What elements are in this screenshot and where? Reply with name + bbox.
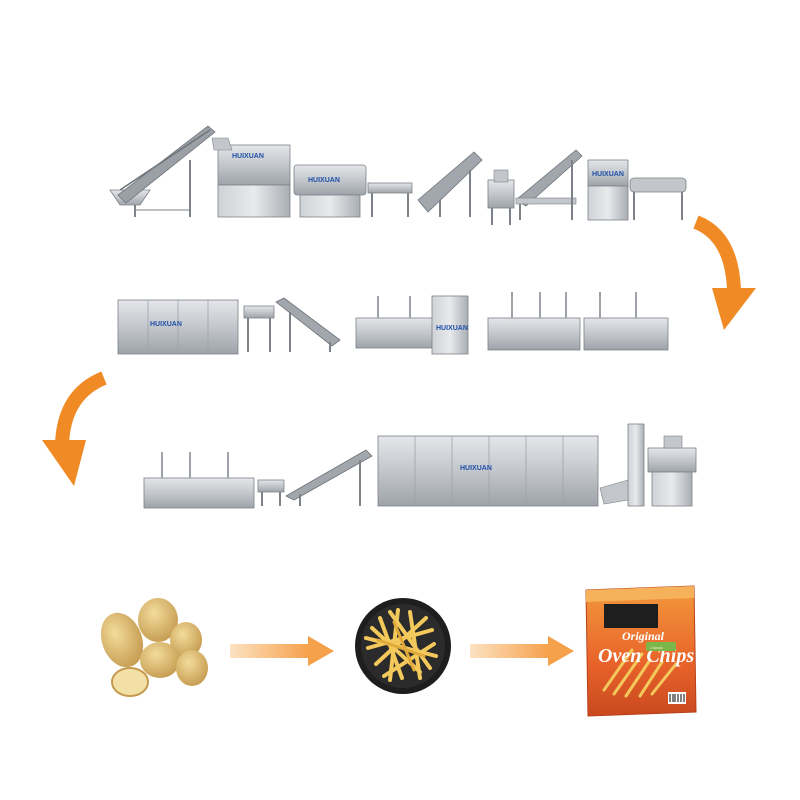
quick-freezer-tunnel: HUIXUAN <box>377 435 599 507</box>
chips-bag-icon: Original Oven Chips Classic <box>585 585 697 717</box>
hoist-conveyor <box>109 125 216 217</box>
machine-brand-label: HUIXUAN <box>460 465 492 472</box>
continuous-fryer-1 <box>487 292 581 351</box>
continuous-fryer-2 <box>583 292 669 351</box>
fries-plate-icon <box>355 598 451 694</box>
continuous-fryer-3 <box>143 452 255 509</box>
machine-brand-label: HUIXUAN <box>232 153 264 160</box>
bag-badge <box>646 642 676 651</box>
bag-barcode <box>668 692 686 704</box>
bag-badge-text: Classic <box>650 645 663 650</box>
packing-machine <box>647 435 697 507</box>
bag-window <box>604 604 658 628</box>
continuous-blancher <box>355 296 435 349</box>
elevator-conveyor <box>275 297 341 352</box>
cutting-machine <box>487 169 515 225</box>
bag-title-line1: Original <box>622 629 665 643</box>
washing-peeling-machine: HUIXUAN <box>211 137 291 218</box>
de-oiling-vibrator <box>257 479 285 506</box>
machine-brand-label: HUIXUAN <box>592 171 624 178</box>
blanching-machine: HUIXUAN <box>587 159 687 221</box>
flow-arrow-right-down <box>693 215 756 330</box>
roller-conveyor <box>367 182 413 217</box>
control-cabinet: HUIXUAN <box>431 295 469 355</box>
potato-icon <box>100 598 208 697</box>
brush-washer: HUIXUAN <box>293 164 367 218</box>
row-2-machines: HUIXUAN HUIXUAN <box>117 292 669 355</box>
barcode-lines <box>669 694 685 702</box>
incline-conveyor <box>417 151 483 217</box>
process-arrow-2 <box>470 636 574 666</box>
bag-fries-illustration <box>602 648 678 698</box>
cooling-conveyor <box>285 449 373 506</box>
row-3-machines: HUIXUAN <box>143 423 697 509</box>
lift-conveyor <box>515 149 583 220</box>
flow-arrow-left-down <box>42 371 107 486</box>
bucket-elevator <box>599 423 645 507</box>
machine-brand-label: HUIXUAN <box>150 321 182 328</box>
process-arrow-1 <box>230 636 334 666</box>
row-1-machines: HUIXUAN HUIXUAN <box>109 125 687 225</box>
drying-tunnel: HUIXUAN <box>117 299 239 355</box>
dewatering-vibrator <box>243 305 275 352</box>
machine-brand-label: HUIXUAN <box>436 325 468 332</box>
machine-brand-label: HUIXUAN <box>308 177 340 184</box>
